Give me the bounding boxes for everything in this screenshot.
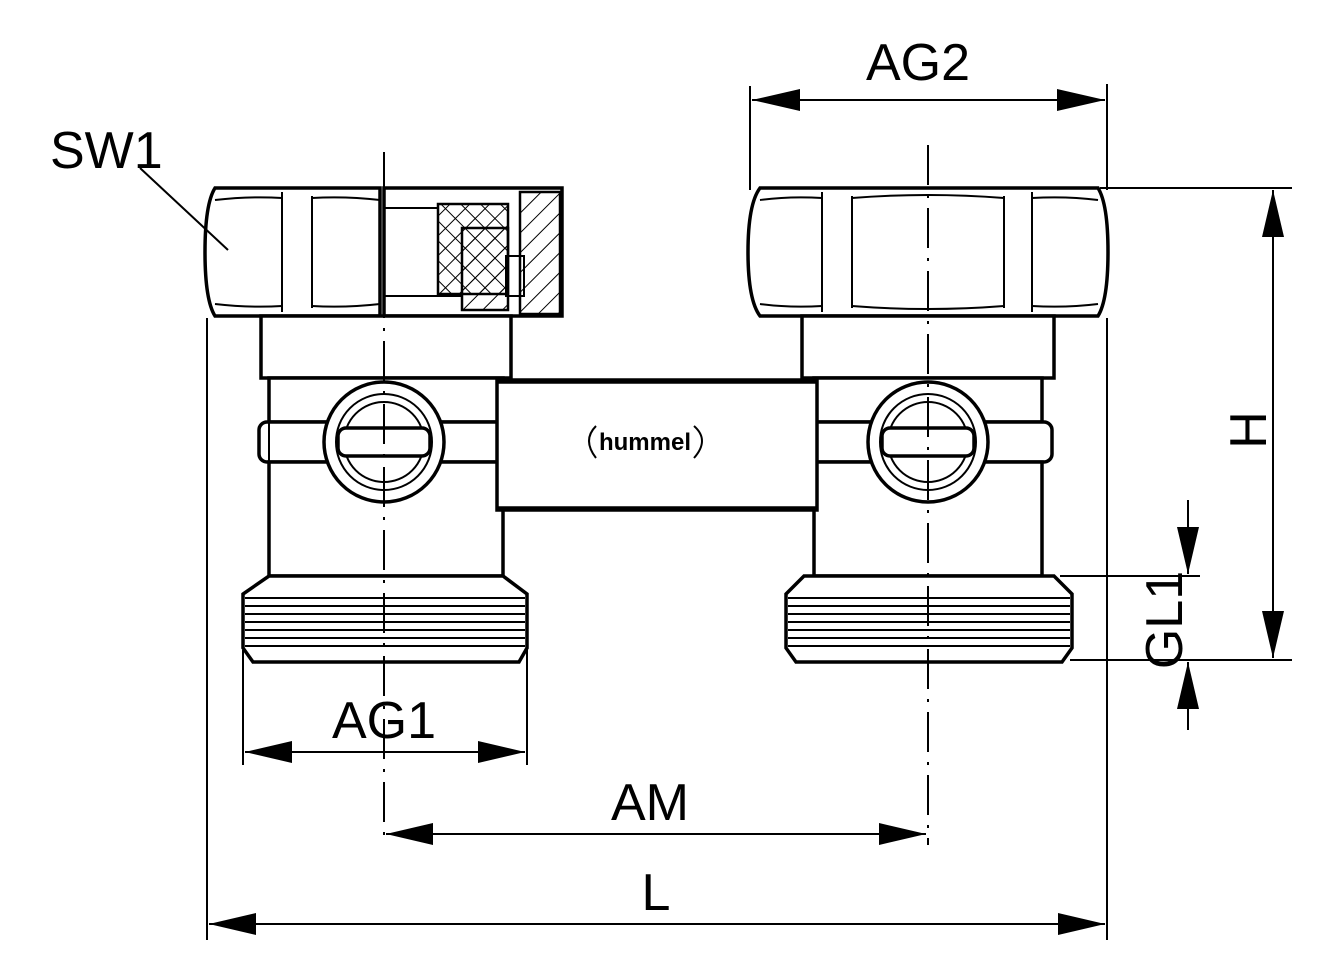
dimension-ag2: AG2 (749, 34, 1108, 190)
left-hex-nut (203, 186, 564, 318)
hummel-logo: hummel (588, 425, 703, 459)
dimension-ag1: AG1 (242, 650, 528, 765)
left-nut-wall-hatch (518, 190, 562, 316)
center-lines (383, 145, 929, 845)
label-gl1: GL1 (1136, 571, 1194, 669)
connector-bridge: hummel (495, 378, 819, 512)
dimension-l: L (206, 318, 1108, 940)
left-insert-hatch (460, 226, 510, 312)
label-ag2: AG2 (866, 34, 970, 92)
label-am: AM (611, 774, 689, 832)
label-ag1: AG1 (332, 692, 436, 750)
label-h: H (1220, 411, 1278, 449)
right-valve-screw (866, 380, 990, 504)
left-valve (203, 186, 564, 664)
dimension-am: AM (386, 774, 926, 845)
brand-logo-text: hummel (599, 429, 691, 456)
dimension-gl1: GL1 (1060, 500, 1200, 730)
dimension-h: H (1070, 187, 1292, 661)
right-hex-nut (746, 186, 1110, 318)
label-sw1: SW1 (50, 122, 163, 180)
label-l: L (642, 864, 671, 922)
sw1-callout: SW1 (50, 122, 229, 251)
